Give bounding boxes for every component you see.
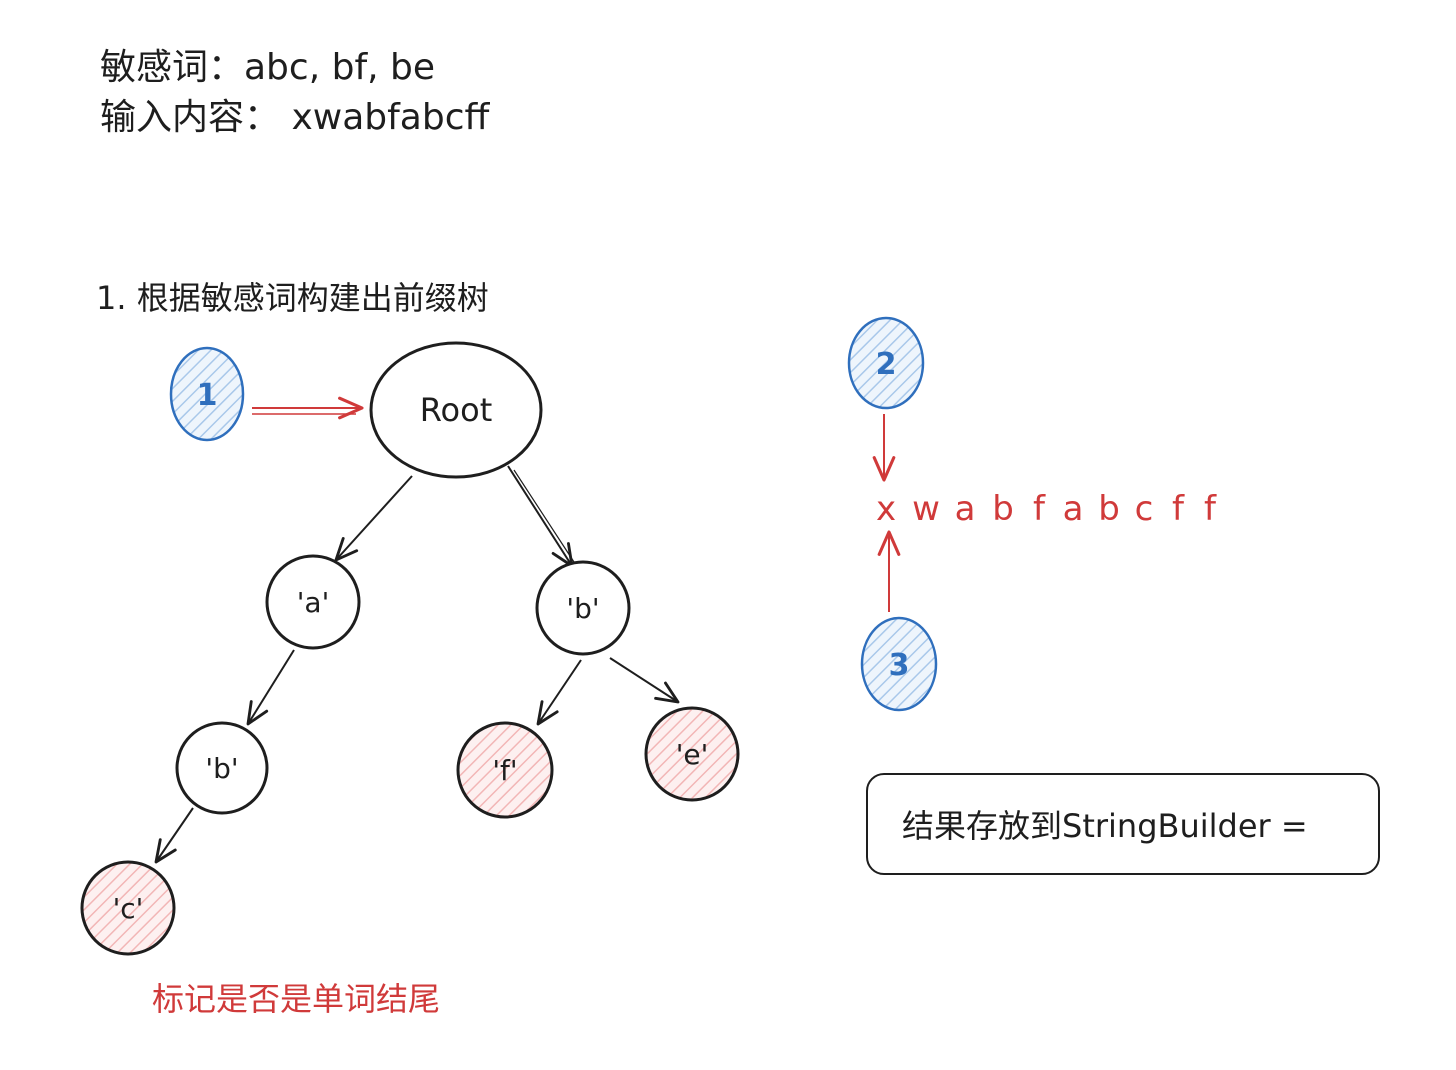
node-label-f: 'f' [492,754,517,787]
badge-2-label: 2 [876,347,897,382]
sequence-char: f [1172,489,1184,529]
edge-a-b [246,649,295,726]
edge-b-c [154,807,194,864]
sequence-char: a [1062,489,1084,529]
end-of-word-note: 标记是否是单词结尾 [152,980,441,1018]
sequence-char: f [1033,489,1045,529]
badge-1: 1 [169,346,245,442]
node-label-e: 'e' [676,738,709,771]
sequence-char: b [992,489,1014,529]
node-label-a: 'a' [297,586,330,619]
badge-3-label: 3 [889,648,910,683]
node-label-c: 'c' [113,892,144,925]
sequence-char: x [875,489,897,529]
trie-node-e-end: 'e' [644,706,740,802]
node-label-b-right: 'b' [566,592,599,625]
edge-root-b-sketch [513,469,575,563]
trie-node-f-end: 'f' [456,721,554,819]
edge-root-a [334,475,413,562]
node-label-root: Root [420,391,493,429]
input-content-line: 输入内容： xwabfabcff [100,97,490,138]
trie-node-c-end: 'c' [80,860,176,956]
trie-node-b-right: 'b' [535,560,631,656]
trie-edges [154,465,680,864]
result-label: 结果存放到StringBuilder = [902,807,1308,845]
node-label-b-left: 'b' [205,752,238,785]
badge-2: 2 [847,316,925,410]
sequence-char: a [954,489,976,529]
trie-node-root: Root [369,341,543,479]
sequence-char: w [912,489,940,529]
result-box: 结果存放到StringBuilder = [866,773,1380,875]
sequence-char: f [1204,489,1216,529]
edge-b-f [536,659,582,726]
arrow-right-icon [252,396,364,420]
edge-root-b [507,465,574,568]
sequence-char: c [1134,489,1154,529]
sequence-char: b [1098,489,1120,529]
edge-b-e [609,657,680,704]
badge-1-label: 1 [197,378,218,413]
sensitive-words-line: 敏感词：abc, bf, be [100,47,436,88]
trie-node-a: 'a' [265,554,361,650]
badge-3: 3 [860,616,938,712]
trie-node-b-left: 'b' [175,721,269,815]
step-title: 1. 根据敏感词构建出前缀树 [96,279,489,317]
